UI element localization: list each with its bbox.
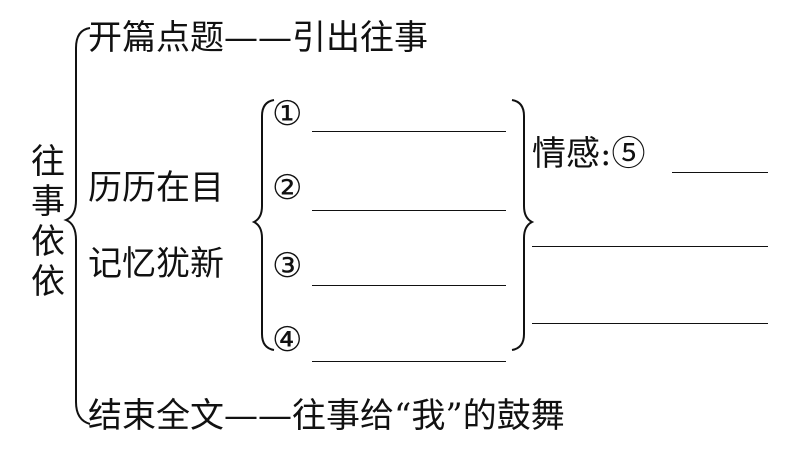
emotion-blank-1[interactable] bbox=[672, 172, 768, 173]
top-section-label: 开篇点题 bbox=[88, 18, 224, 58]
top-dash: —— bbox=[224, 18, 292, 58]
item-marker-3: ③ bbox=[272, 246, 303, 286]
emotion-marker: ⑤ bbox=[611, 134, 646, 174]
answer-blank-1[interactable] bbox=[312, 131, 506, 132]
title-char: 依 bbox=[31, 262, 65, 302]
answer-blank-4[interactable] bbox=[312, 361, 506, 362]
inner-left-brace bbox=[251, 99, 275, 351]
bottom-content: 往事给“我”的鼓舞 bbox=[292, 396, 565, 436]
item-marker-2: ② bbox=[272, 168, 303, 208]
bottom-section-label: 结束全文 bbox=[88, 396, 224, 436]
emotion-blank-2[interactable] bbox=[532, 246, 768, 247]
middle-label-1: 历历在目 bbox=[88, 168, 224, 208]
answer-blank-3[interactable] bbox=[312, 285, 506, 286]
title-char: 事 bbox=[31, 182, 65, 222]
middle-label-2: 记忆犹新 bbox=[88, 244, 224, 284]
emotion-label: 情感: bbox=[532, 134, 612, 174]
top-content: 引出往事 bbox=[292, 18, 428, 58]
bottom-dash: —— bbox=[224, 396, 292, 436]
main-left-brace bbox=[63, 27, 91, 425]
title-char: 依 bbox=[31, 222, 65, 262]
answer-blank-2[interactable] bbox=[312, 210, 506, 211]
item-marker-1: ① bbox=[272, 94, 303, 134]
inner-right-brace bbox=[511, 99, 535, 351]
title-char: 往 bbox=[31, 142, 65, 182]
emotion-row: 情感:⑤ bbox=[532, 134, 645, 174]
vertical-title: 往 事 依 依 bbox=[28, 142, 68, 302]
emotion-blank-3[interactable] bbox=[532, 323, 768, 324]
item-marker-4: ④ bbox=[272, 320, 303, 360]
bottom-line: 结束全文——往事给“我”的鼓舞 bbox=[88, 396, 565, 436]
top-line: 开篇点题——引出往事 bbox=[88, 18, 428, 58]
